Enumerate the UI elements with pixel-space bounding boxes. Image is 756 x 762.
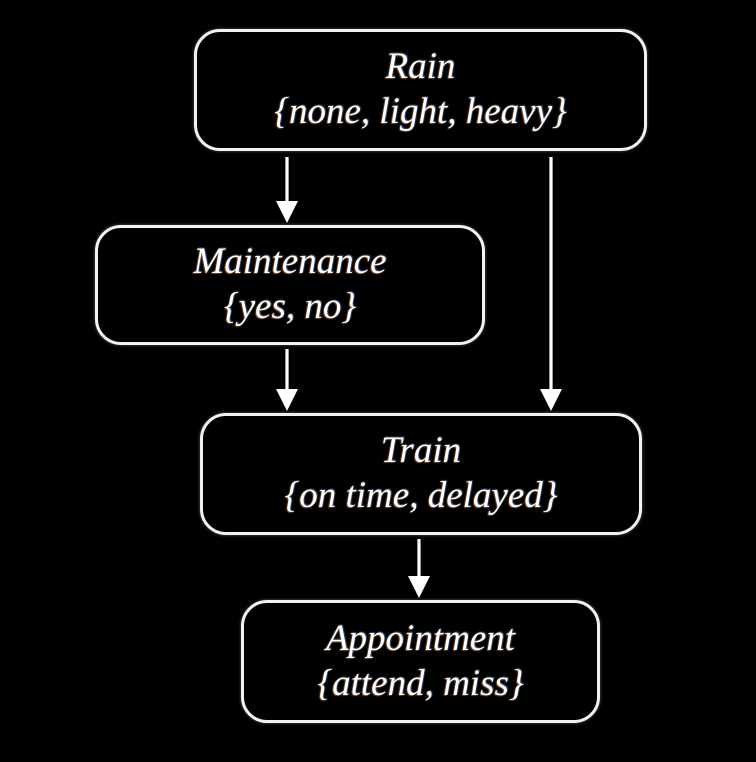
edge-rain-to-maintenance (276, 157, 298, 223)
node-maintenance-states: {yes, no} (223, 286, 357, 327)
edge-rain-to-train (540, 157, 562, 411)
arrowhead-icon (276, 389, 298, 411)
node-maintenance[interactable]: Maintenance {yes, no} (95, 225, 485, 345)
arrowhead-icon (276, 201, 298, 223)
node-appointment-title: Appointment (325, 617, 516, 659)
node-rain-title: Rain (385, 46, 456, 88)
node-appointment-states: {attend, miss} (317, 662, 524, 704)
edge-train-to-appointment (408, 539, 430, 598)
edge-maintenance-to-train (276, 349, 298, 411)
node-maintenance-title: Maintenance (193, 241, 387, 283)
node-train[interactable]: Train {on time, delayed} (200, 413, 642, 535)
node-train-states: {on time, delayed} (284, 475, 558, 516)
node-rain[interactable]: Rain {none, light, heavy} (194, 29, 647, 151)
arrowhead-icon (540, 389, 562, 411)
node-train-title: Train (380, 430, 462, 472)
node-rain-states: {none, light, heavy} (274, 91, 567, 132)
arrowhead-icon (408, 576, 430, 598)
node-appointment[interactable]: Appointment {attend, miss} (241, 600, 600, 723)
